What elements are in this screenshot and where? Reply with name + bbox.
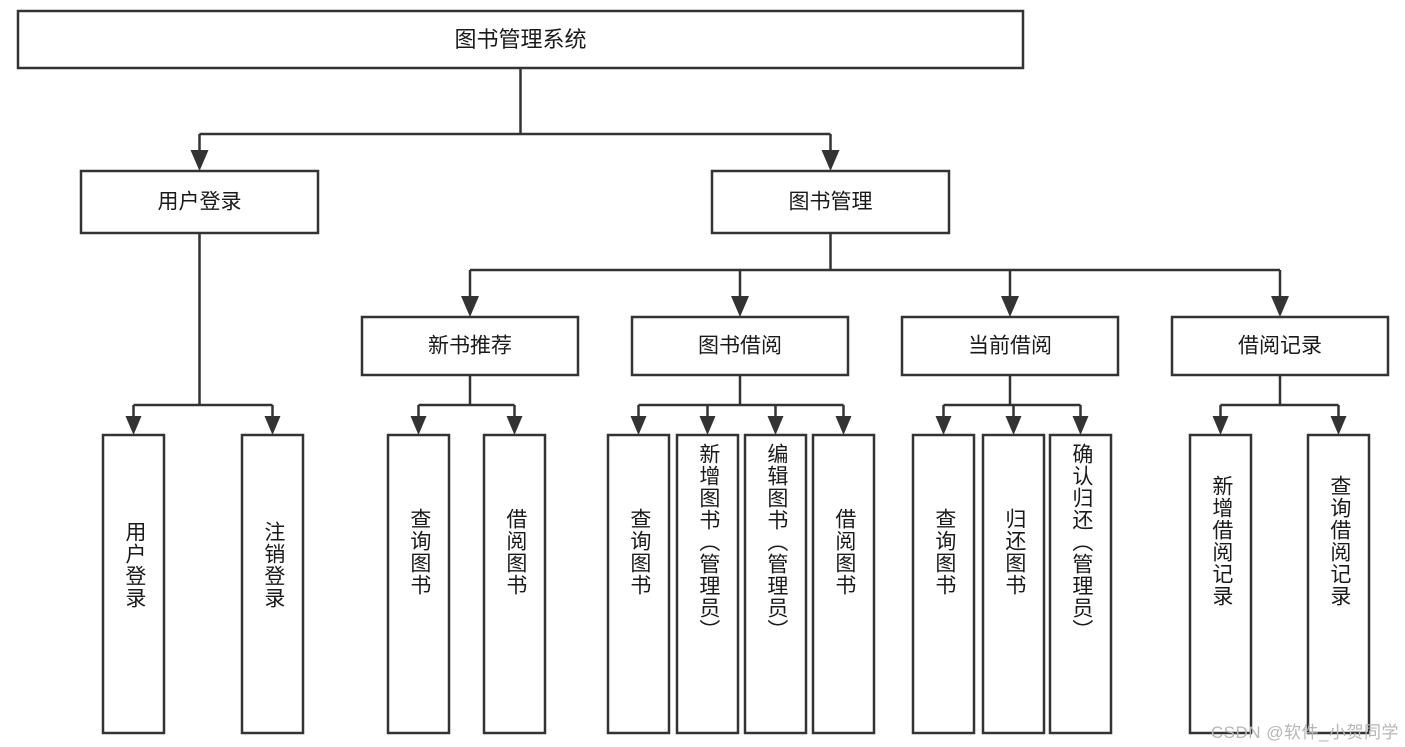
node-current-borrow-label: 当前借阅 <box>968 335 1052 358</box>
leaf-box-user-login[interactable] <box>101 433 166 735</box>
node-new-book-recommend-box[interactable] <box>360 315 580 377</box>
node-current-borrow-box[interactable] <box>900 315 1120 377</box>
node-root[interactable]: 图书管理系统 <box>16 9 1025 70</box>
arrow-root-to-user-login <box>190 150 209 171</box>
arrow-cb-to-leaf1 <box>935 416 952 435</box>
leaf-box-query-borrow-record[interactable] <box>1306 433 1371 735</box>
node-current-borrow[interactable]: 当前借阅 <box>900 315 1120 377</box>
leaf-box-borrow-book-recommend[interactable] <box>482 433 547 735</box>
connector-group-record <box>1212 375 1347 435</box>
node-root-box[interactable] <box>16 9 1025 70</box>
node-user-login-box[interactable] <box>79 169 320 235</box>
leaf-box-query-book-recommend[interactable] <box>386 433 451 735</box>
node-book-management-box[interactable] <box>710 169 951 235</box>
connector-group-recommend <box>410 375 523 435</box>
leaf-box-edit-book[interactable] <box>743 433 808 735</box>
arrow-ul-to-leaf2 <box>264 416 281 435</box>
node-borrow-record[interactable]: 借阅记录 <box>1170 315 1390 377</box>
leaf-box-confirm-return[interactable] <box>1048 433 1113 735</box>
node-book-borrow-label: 图书借阅 <box>698 335 782 358</box>
node-book-borrow-box[interactable] <box>630 315 850 377</box>
arrow-bb-to-leaf4 <box>835 416 852 435</box>
leaf-boxes <box>101 433 1371 735</box>
node-new-book-recommend-label: 新书推荐 <box>428 335 512 358</box>
node-root-label: 图书管理系统 <box>454 27 586 52</box>
arrow-br-to-leaf2 <box>1330 416 1347 435</box>
leaf-box-return-book[interactable] <box>981 433 1046 735</box>
leaf-box-add-borrow-record[interactable] <box>1188 433 1253 735</box>
arrow-bb-to-leaf1 <box>630 416 647 435</box>
leaf-box-borrow-book[interactable] <box>811 433 876 735</box>
arrow-root-to-book-management <box>821 150 840 171</box>
arrow-cb-to-leaf3 <box>1072 416 1089 435</box>
arrow-ul-to-leaf1 <box>125 416 142 435</box>
node-new-book-recommend[interactable]: 新书推荐 <box>360 315 580 377</box>
arrow-rc-to-leaf1 <box>410 416 427 435</box>
node-user-login-label: 用户登录 <box>158 191 242 214</box>
leaf-box-query-book-borrow[interactable] <box>606 433 671 735</box>
leaf-box-logout[interactable] <box>240 433 305 735</box>
arrow-bm-to-record <box>1271 296 1289 317</box>
node-user-login[interactable]: 用户登录 <box>79 169 320 235</box>
arrow-rc-to-leaf2 <box>506 416 523 435</box>
arrow-bb-to-leaf3 <box>767 416 784 435</box>
connector-group-book-management <box>461 233 1289 317</box>
connector-group-borrow <box>630 375 852 435</box>
arrow-bb-to-leaf2 <box>699 416 716 435</box>
arrow-cb-to-leaf2 <box>1005 416 1022 435</box>
node-book-borrow[interactable]: 图书借阅 <box>630 315 850 377</box>
csdn-watermark: CSDN @软件_小贺同学 <box>1210 723 1399 742</box>
connector-group-user-login <box>125 233 281 435</box>
leaf-box-query-book-current[interactable] <box>911 433 976 735</box>
arrow-bm-to-borrow <box>731 296 749 317</box>
node-book-management-label: 图书管理 <box>789 191 873 214</box>
arrow-bm-to-recommend <box>461 296 479 317</box>
arrow-br-to-leaf1 <box>1212 416 1229 435</box>
node-borrow-record-box[interactable] <box>1170 315 1390 377</box>
leaf-box-add-book[interactable] <box>675 433 740 735</box>
node-book-management[interactable]: 图书管理 <box>710 169 951 235</box>
arrow-bm-to-current <box>1001 296 1019 317</box>
node-borrow-record-label: 借阅记录 <box>1238 335 1322 358</box>
connector-group-current <box>935 375 1089 435</box>
connector-group-root <box>190 68 840 171</box>
